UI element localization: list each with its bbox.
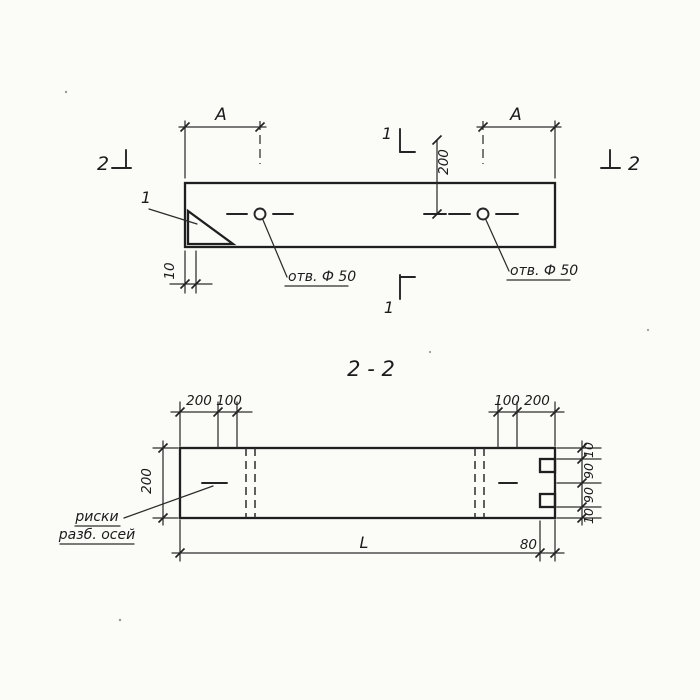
end-groove-lower — [538, 492, 557, 509]
dim-90-lower-label: 90 — [581, 487, 596, 503]
dim-10-bottom-label: 10 — [581, 508, 596, 524]
dim-200-right-label: 200 — [524, 393, 550, 409]
hole-right — [476, 207, 490, 221]
dim-100-right-label: 100 — [494, 393, 520, 409]
hole-left-leader — [262, 219, 288, 278]
dim-10-top-label: 10 — [581, 442, 596, 458]
hole-left-label: отв. Ф 50 — [288, 269, 356, 285]
dim-a-left-label: A — [214, 105, 227, 125]
hole-right-label: отв. Ф 50 — [510, 263, 578, 279]
section-outline — [178, 446, 557, 520]
note-leader-line — [123, 485, 214, 519]
section-title: 2 - 2 — [347, 357, 395, 381]
scan-speckle — [118, 618, 122, 622]
detail-mark-label: 1 — [141, 188, 151, 207]
section-view: 2 - 2 риски разб. осей 200 100 — [58, 357, 602, 562]
dim-10-label: 10 — [162, 262, 178, 279]
dim-200-left-label: 200 — [186, 393, 212, 409]
chamfer-detail — [186, 208, 237, 246]
beam-outline — [183, 181, 557, 249]
end-groove-upper — [538, 457, 557, 474]
hole-right-leader — [485, 219, 510, 272]
section-2-left-label: 2 — [97, 153, 109, 175]
scan-speckle — [64, 90, 68, 94]
hole-left — [253, 207, 267, 221]
detail-leader-line — [148, 208, 198, 225]
dim-90-upper-label: 90 — [581, 463, 596, 479]
axes-note-line2: разб. осей — [58, 527, 135, 543]
top-view: 1 отв. Ф 50 отв. Ф 50 A A 200 — [97, 105, 640, 317]
section-1-top-label: 1 — [382, 124, 392, 143]
dim-length-label: L — [360, 533, 369, 552]
dim-200-label: 200 — [436, 149, 452, 175]
section-2-right-label: 2 — [628, 153, 640, 175]
dim-a-right-label: A — [509, 105, 522, 125]
scan-speckle — [428, 350, 432, 354]
dim-100-left-label: 100 — [216, 393, 242, 409]
dim-width-200-label: 200 — [139, 468, 155, 494]
axes-note-line1: риски — [74, 509, 118, 525]
section-1-bottom-label: 1 — [384, 298, 394, 317]
dim-80-label: 80 — [520, 537, 537, 553]
scan-speckle — [646, 328, 650, 332]
